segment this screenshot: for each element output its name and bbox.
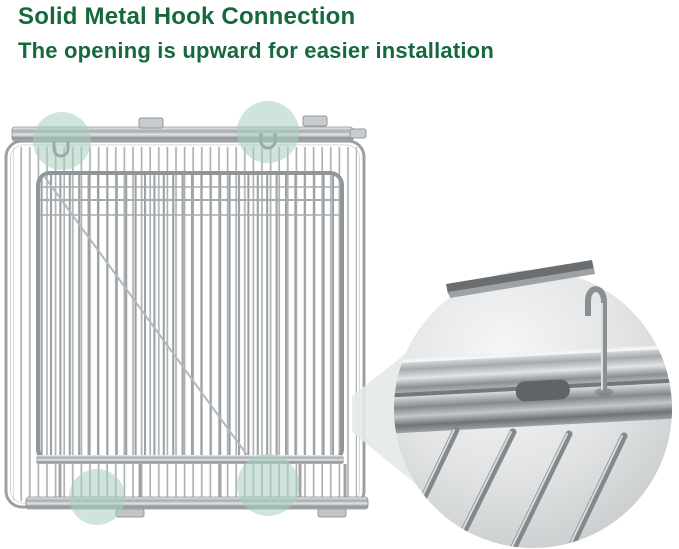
zoom-inset	[394, 270, 672, 548]
hook-slot	[515, 379, 570, 402]
prong-3-highlight	[510, 433, 568, 548]
inner-door-panel	[36, 171, 344, 463]
bracket-light-edge	[448, 268, 595, 298]
prong-4-highlight	[567, 435, 623, 548]
bracket-dark-edge	[446, 260, 594, 294]
prong-3	[509, 430, 573, 548]
bar-top-highlight	[394, 345, 672, 364]
highlight-circle-top-left	[33, 112, 91, 170]
wire-grid-panel	[4, 115, 369, 518]
headline: Solid Metal Hook Connection	[18, 3, 356, 30]
highlight-circle-bottom-right	[237, 454, 299, 516]
top-tab-left	[138, 117, 164, 129]
wire-prongs	[395, 426, 628, 548]
subheadline: The opening is upward for easier install…	[18, 38, 494, 63]
highlight-circle-top-right	[237, 101, 299, 163]
prong-2	[451, 428, 517, 548]
door-wire-diagonal	[43, 175, 251, 460]
metal-hook-closeup	[585, 286, 613, 396]
top-rail-end	[349, 128, 367, 139]
door-bottom-rail	[36, 455, 344, 464]
chrome-bar-bottom	[394, 382, 672, 434]
prong-4	[566, 432, 628, 548]
top-tab-right	[302, 115, 328, 127]
mounting-bracket	[446, 260, 595, 298]
chrome-bars	[394, 344, 672, 434]
hook-highlights	[33, 101, 299, 525]
highlight-circle-bottom-left	[69, 469, 125, 525]
hook-wire	[585, 286, 607, 392]
bottom-foot-right	[317, 508, 347, 518]
